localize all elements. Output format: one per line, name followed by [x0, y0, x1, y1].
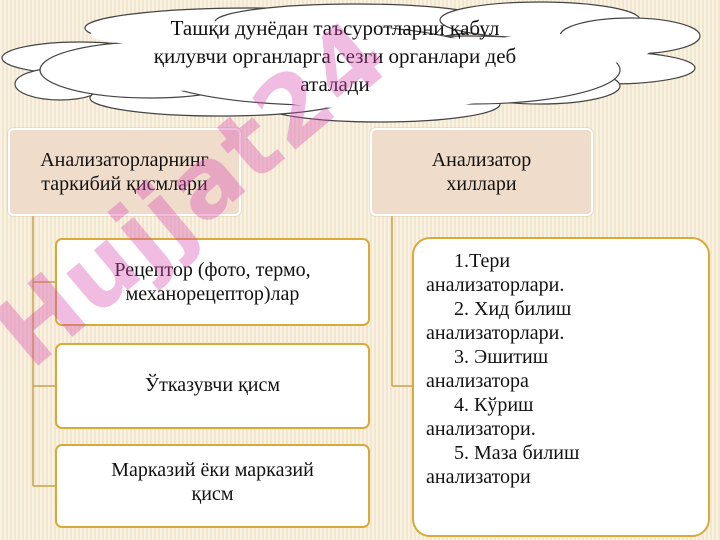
list-item-rest: анализаторлари.: [426, 274, 565, 296]
cloud-text: Ташқи дунёдан таъсуротларни қабул қилувч…: [100, 14, 570, 98]
list-item-first: 4. Кўриш: [454, 394, 534, 416]
left-header-line: таркибий қисмлари: [41, 173, 208, 195]
component-text-line: Рецептор (фото, термо,: [114, 259, 311, 281]
list-item-rest: анализаторлари.: [426, 322, 565, 344]
component-text-line: Марказий ёки марказий: [111, 459, 314, 481]
component-central-box: Марказий ёки марказий қисм: [55, 444, 370, 528]
component-receptor-box: Рецептор (фото, термо, механорецептор)ла…: [55, 238, 370, 326]
left-header-box: Анализаторларнинг таркибий қисмлари: [8, 128, 241, 216]
left-header-line: Анализаторларнинг: [40, 149, 209, 171]
list-item: 3. Эшитиш анализатора: [426, 345, 698, 393]
right-header-box: Анализатор хиллари: [370, 128, 593, 216]
list-item-rest: анализатора: [426, 370, 529, 392]
cloud-shape: [1, 1, 701, 123]
cloud-text-line: аталади: [300, 72, 370, 96]
component-text-line: механорецептор)лар: [125, 283, 300, 305]
right-header-line: хиллари: [446, 173, 517, 195]
list-item-first: 2. Хид билиш: [454, 298, 572, 320]
component-text-line: қисм: [191, 483, 234, 505]
list-item-first: 1.Тери: [454, 250, 511, 272]
list-item-rest: анализатори: [426, 466, 531, 488]
list-item-first: 3. Эшитиш: [454, 346, 549, 368]
list-item: 4. Кўриш анализатори.: [426, 393, 698, 441]
analyzer-types-list: 1.Тери анализаторлари. 2. Хид билиш анал…: [412, 237, 710, 537]
cloud-text-line: Ташқи дунёдан таъсуротларни қабул: [170, 16, 500, 40]
list-item-rest: анализатори.: [426, 418, 536, 440]
cloud-text-line: қилувчи органларга сезги органлари деб: [153, 44, 517, 68]
list-item: 2. Хид билиш анализаторлари.: [426, 297, 698, 345]
list-item: 1.Тери анализаторлари.: [426, 249, 698, 297]
list-item-first: 5. Маза билиш: [454, 442, 580, 464]
list-item: 5. Маза билиш анализатори: [426, 441, 698, 489]
component-text-line: Ўтказувчи қисм: [144, 374, 281, 396]
right-header-line: Анализатор: [431, 149, 532, 171]
component-conductive-box: Ўтказувчи қисм: [55, 343, 370, 429]
